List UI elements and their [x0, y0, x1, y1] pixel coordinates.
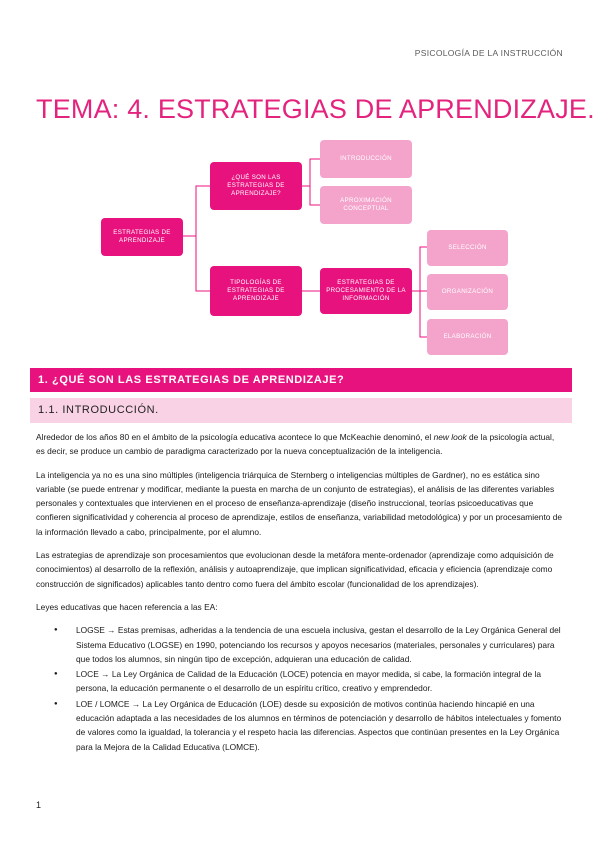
list-item-loe-lomce: LOE / LOMCE → La Ley Orgánica de Educaci… [54, 697, 564, 754]
node-aproximacion-conceptual: APROXIMACIÓN CONCEPTUAL [320, 186, 412, 224]
paragraph-estrategias: Las estrategias de aprendizaje son proce… [36, 550, 554, 589]
connector-root-branch2 [195, 236, 210, 292]
connector-branch1-children [302, 158, 320, 206]
page-title: TEMA: 4. ESTRATEGIAS DE APRENDIZAJE. [36, 94, 595, 124]
node-root: ESTRATEGIAS DE APRENDIZAJE [101, 218, 183, 256]
concept-map: ESTRATEGIAS DE APRENDIZAJE ¿QUÉ SON LAS … [0, 0, 599, 360]
paragraph-new-look: Alrededor de los años 80 en el ámbito de… [36, 430, 564, 459]
node-organizacion: ORGANIZACIÓN [427, 274, 508, 310]
connector-child-grandchildren [412, 246, 427, 338]
paragraph-text: de la psicología actual, es decir, se pr… [36, 432, 555, 457]
node-elaboracion: ELABORACIÓN [427, 319, 508, 355]
emphasis-new-look: new look [433, 432, 467, 442]
node-procesamiento-informacion: ESTRATEGIAS DE PROCESAMIENTO DE LA INFOR… [320, 268, 412, 314]
node-seleccion: SELECCIÓN [427, 230, 508, 266]
concept-map-connectors [183, 158, 427, 338]
body-content: Alrededor de los años 80 en el ámbito de… [36, 430, 564, 755]
list-item-loce: LOCE → La Ley Orgánica de Calidad de la … [54, 667, 564, 696]
running-header: PSICOLOGÍA DE LA INSTRUCCIÓN [414, 48, 563, 58]
paragraph-inteligencia: La inteligencia ya no es una sino múltip… [36, 469, 563, 537]
section-heading-1: 1. ¿QUÉ SON LAS ESTRATEGIAS DE APRENDIZA… [30, 368, 572, 392]
list-item-logse: LOGSE → Estas premisas, adheridas a la t… [54, 623, 564, 666]
paragraph-text: Alrededor de los años 80 en el ámbito de… [36, 432, 434, 442]
node-introduccion: INTRODUCCIÓN [320, 140, 412, 178]
paragraph-leyes-intro: Leyes educativas que hacen referencia a … [36, 601, 218, 612]
laws-list: LOGSE → Estas premisas, adheridas a la t… [36, 623, 564, 754]
node-what-are-strategies: ¿QUÉ SON LAS ESTRATEGIAS DE APRENDIZAJE? [210, 162, 302, 210]
page-number: 1 [36, 800, 42, 810]
node-typologies: TIPOLOGÍAS DE ESTRATEGIAS DE APRENDIZAJE [210, 266, 302, 316]
connector-root-branch1 [183, 185, 210, 237]
section-heading-1-1: 1.1. INTRODUCCIÓN. [30, 398, 572, 423]
